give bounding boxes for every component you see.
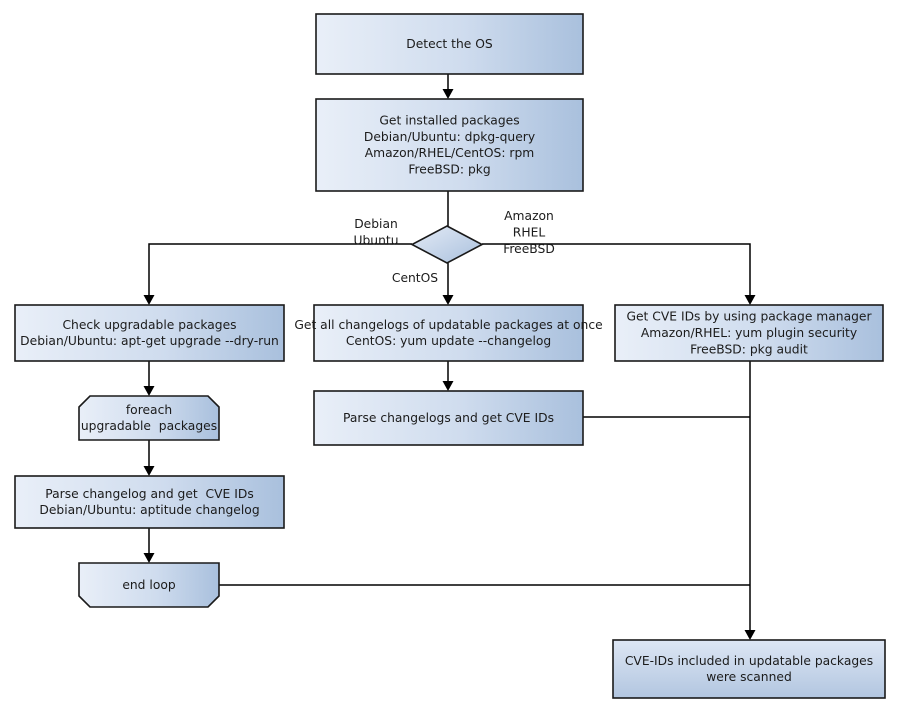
- edge-decision-to-check-upgradable: [143, 243, 412, 305]
- arrowhead-icon: [442, 89, 454, 99]
- node-shape-decision: [410, 225, 484, 264]
- arrowhead-icon: [143, 553, 155, 563]
- arrowhead-icon: [143, 466, 155, 476]
- node-shape-process: [313, 390, 584, 446]
- edge-changelogs-to-parse-changelogs: [442, 361, 454, 391]
- edge-check-to-foreach: [143, 361, 155, 396]
- edge-parse-to-endloop: [143, 528, 155, 563]
- arrowhead-icon: [143, 295, 155, 305]
- connector-line: [148, 243, 412, 301]
- node-get-all-changelogs[interactable]: Get all changelogs of updatable packages…: [294, 304, 603, 362]
- node-shape-process: [614, 304, 884, 362]
- arrowhead-icon: [442, 295, 454, 305]
- arrowhead-icon: [442, 381, 454, 391]
- edge-foreach-to-parse: [143, 440, 155, 476]
- node-end-loop[interactable]: end loop: [78, 562, 220, 608]
- node-label: Detect the OS: [406, 37, 493, 51]
- edge-decision-to-changelogs: [442, 263, 454, 305]
- node-label: Get all changelogs of updatable packages…: [294, 317, 602, 347]
- arrowhead-icon: [744, 295, 756, 305]
- node-label: Parse changelogs and get CVE IDs: [343, 411, 554, 425]
- node-shape-terminal: [612, 639, 886, 699]
- node-parse-changelogs-get-cve-ids[interactable]: Parse changelogs and get CVE IDs: [313, 390, 584, 446]
- arrowhead-icon: [143, 386, 155, 396]
- edges-layer: [143, 74, 756, 640]
- node-shape-process: [14, 304, 285, 362]
- edge-detect-to-packages: [442, 74, 454, 99]
- node-label: end loop: [122, 578, 176, 592]
- node-shape-loop-end: [78, 562, 220, 608]
- arrowhead-icon: [744, 630, 756, 640]
- node-shape-process: [14, 475, 285, 529]
- label-centos: CentOS: [392, 271, 438, 285]
- edge-decision-to-pkg-manager: [482, 243, 756, 305]
- node-shape-process: [315, 13, 584, 75]
- node-shape-process: [313, 304, 584, 362]
- connector-line: [482, 243, 751, 301]
- edge-pkg-manager-to-scanned: [744, 361, 756, 640]
- node-shape-loop-start: [78, 395, 220, 441]
- node-shape-process: [315, 98, 584, 192]
- node-detect-os[interactable]: Detect the OS: [315, 13, 584, 75]
- node-os-decision[interactable]: [410, 225, 484, 264]
